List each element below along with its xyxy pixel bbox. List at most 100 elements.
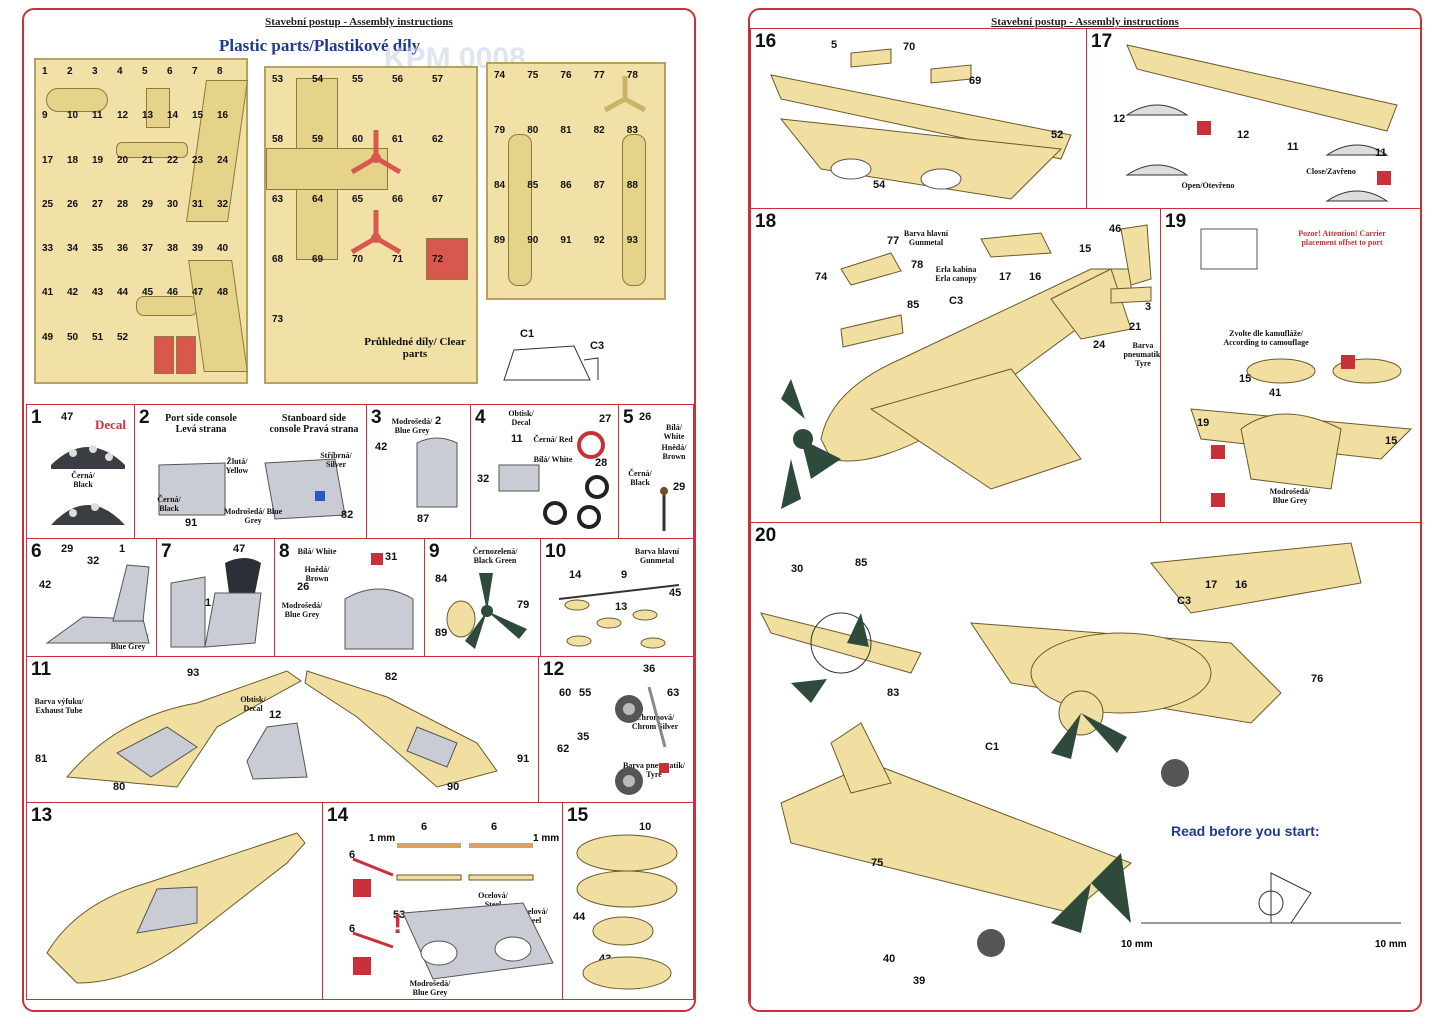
step-number: 10: [545, 541, 567, 562]
part-number: C1: [985, 741, 1000, 753]
part-number: 77: [887, 235, 900, 247]
sprue-part-number: 58: [272, 134, 284, 145]
part-number: 91: [185, 517, 198, 529]
part-shape: [146, 88, 170, 128]
part-number: 28: [595, 457, 608, 469]
part-number: 30: [791, 563, 804, 575]
propeller-part: [603, 76, 647, 113]
part-number: 21: [1129, 321, 1142, 333]
color-label: Barva hlavní Gunmetal: [903, 229, 949, 247]
step-number: 5: [623, 407, 634, 428]
part-number: 83: [887, 687, 900, 699]
part-number: 53: [393, 909, 406, 921]
notes-heading: Read before you start:: [1171, 823, 1320, 839]
part-shape: [154, 336, 174, 374]
sprue-part-number: 77: [593, 70, 605, 81]
step-2-panel: 2 Port side console Levá strana Stanboar…: [134, 404, 368, 540]
sprue-part-number: 73: [272, 314, 284, 325]
part-number: 24: [1093, 339, 1106, 351]
part-number: 1: [119, 543, 126, 555]
sprue-part-number: 27: [92, 198, 104, 210]
color-label: Bílá/ White: [297, 547, 337, 556]
part-number: 6: [491, 821, 498, 833]
color-label: Žlutá/ Yellow: [225, 457, 249, 475]
step-19-panel: 19 Pozor! Attention! Carrier placement o…: [1160, 208, 1420, 524]
part-number: 63: [667, 687, 680, 699]
sprue-part-number: 60: [352, 134, 364, 145]
sprue-part-number: 55: [352, 74, 364, 85]
sprue-part-number: 50: [67, 331, 79, 343]
svg-text:!: !: [393, 908, 402, 939]
color-label: Barva výfuku/ Exhaust Tube: [34, 697, 84, 715]
part-number: 47: [61, 411, 74, 423]
belts-illustration: [498, 431, 609, 529]
sprue-part-number: 7: [192, 66, 198, 77]
sprue-part-number: 57: [432, 74, 444, 85]
sprue-part-number: 66: [392, 194, 404, 205]
sprue-part-number: 42: [67, 287, 79, 299]
color-label: Ocelová/ Steel: [478, 891, 508, 909]
part-number: 14: [569, 569, 582, 581]
part-number: 52: [1051, 129, 1064, 141]
landing-gear-illustration: [615, 686, 669, 795]
step-4-panel: 4 Obtisk/ Decal Černá/ Red Bílá/ White 1…: [470, 404, 620, 540]
part-number: 19: [1197, 417, 1210, 429]
sprue-part-number: 79: [494, 125, 506, 136]
sprue-part-number: 70: [352, 254, 364, 265]
sprue-part-number: 18: [67, 154, 79, 166]
cockpit-seat-illustration: [170, 558, 262, 648]
seat-illustration: [344, 588, 414, 650]
instrument-panel-illustration: [51, 445, 125, 525]
cockpit-floor-illustration: [45, 564, 150, 644]
part-number: 46: [1109, 223, 1122, 235]
part-number: 12: [269, 709, 282, 721]
fuselage-half-part: [622, 134, 646, 286]
part-number: 11: [1375, 147, 1387, 159]
sprue-part-number: 31: [192, 198, 204, 210]
sprue-part-number: 24: [217, 154, 229, 166]
part-number: C3: [949, 295, 964, 307]
sprue-part-number: 75: [527, 70, 539, 81]
part-number: 3: [1145, 301, 1152, 313]
part-number: 84: [435, 573, 448, 585]
sprue-part-number: 52: [117, 331, 129, 343]
step-number: 19: [1165, 211, 1187, 232]
sprue-part-number: 34: [67, 243, 79, 255]
step-number: 14: [327, 805, 349, 826]
sprue-part-number: 17: [42, 154, 54, 166]
sprue-part-number: 16: [217, 110, 229, 122]
step-6-panel: 6 29 32 1 42 Modrošedá/ Blue Grey: [26, 538, 158, 658]
color-label: Barva hlavní Gunmetal: [634, 547, 680, 565]
final-assembly-illustration: [760, 542, 1401, 957]
step-number: 6: [31, 541, 42, 562]
part-number: 35: [577, 731, 590, 743]
part-number: 40: [883, 953, 896, 965]
step-number: 17: [1091, 31, 1113, 52]
sprue-part-number: 19: [92, 154, 104, 166]
wing-part: [188, 260, 248, 372]
sprue-part-number: 40: [217, 243, 229, 255]
part-number: 80: [113, 781, 126, 793]
step-20-panel: 20 Read before you start: 30 85 83 C3 17…: [750, 522, 1420, 1010]
part-number: 87: [417, 513, 430, 525]
sprue-part-number: 67: [432, 194, 444, 205]
sprue-part-number: 93: [626, 235, 638, 246]
part-number: 75: [871, 857, 884, 869]
propeller-illustration: [446, 573, 527, 649]
step-15-panel: 15 10 8 44 43: [562, 802, 694, 1000]
part-number: 31: [385, 551, 398, 563]
sprue-part-number: 90: [527, 235, 539, 246]
step-number: 13: [31, 805, 53, 826]
sprue-part-number: 44: [117, 287, 129, 299]
color-label: Černá/ Black: [157, 495, 181, 513]
sprue-part-number: 1: [42, 66, 48, 77]
step-1-panel: 1 47 Decal Černá/ Black: [26, 404, 136, 540]
clear-parts-label: Průhledné díly/ Clear parts: [364, 336, 466, 360]
open-label: Open/Otevřeno: [1181, 181, 1235, 190]
part-number: 16: [1235, 579, 1248, 591]
part-number: 15: [1239, 373, 1252, 385]
color-label: Ocelová/ Steel: [518, 907, 548, 925]
sprue-part-number: 46: [167, 287, 179, 299]
